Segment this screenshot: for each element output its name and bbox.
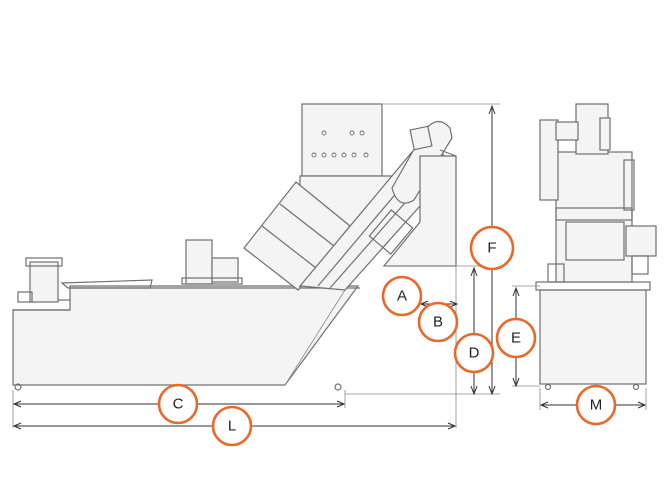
marker-f-label: F	[487, 240, 496, 257]
front-tank	[539, 289, 647, 385]
center-motor	[181, 239, 243, 285]
control-panel	[301, 103, 383, 177]
marker-m-label: M	[590, 397, 603, 414]
marker-a-label: A	[397, 288, 407, 305]
marker-d: D	[453, 332, 495, 374]
foot	[14, 383, 22, 391]
marker-m: M	[575, 384, 617, 426]
front-column	[539, 103, 657, 283]
marker-c-label: C	[173, 396, 184, 413]
inclined-conveyor	[298, 120, 457, 291]
pump-motor	[17, 257, 70, 303]
tank-body	[12, 285, 360, 386]
marker-d-label: D	[469, 345, 480, 362]
marker-f: F	[469, 225, 515, 271]
marker-c: C	[157, 383, 199, 425]
front-view	[512, 103, 657, 410]
marker-e: E	[495, 317, 537, 359]
side-view	[12, 103, 500, 430]
foot	[334, 383, 342, 391]
marker-l: L	[211, 405, 253, 447]
marker-b: B	[417, 301, 459, 343]
marker-e-label: E	[511, 330, 521, 347]
marker-l-label: L	[228, 418, 236, 435]
marker-b-label: B	[433, 314, 443, 331]
marker-a: A	[381, 275, 423, 317]
